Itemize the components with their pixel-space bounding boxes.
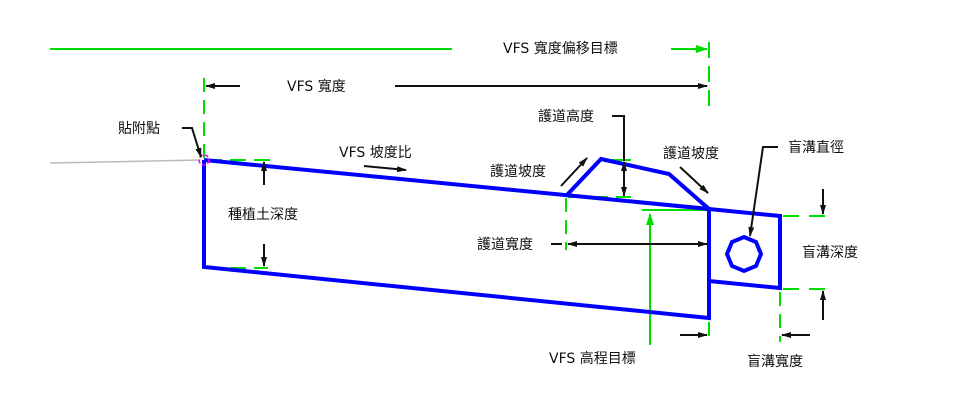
trench-pipe-circle bbox=[724, 234, 764, 274]
berm-slope-left-arrow bbox=[560, 157, 588, 187]
label-berm-slope-left: 護道坡度 bbox=[490, 164, 546, 180]
label-attachment-point: 貼附點 bbox=[118, 121, 160, 137]
berm-outline bbox=[564, 156, 711, 211]
attachment-leader bbox=[182, 127, 202, 158]
dimension-lines bbox=[182, 83, 826, 338]
label-vfs-width: VFS 寬度 bbox=[287, 78, 346, 95]
label-vfs-slope-ratio: VFS 坡度比 bbox=[339, 145, 412, 161]
berm-slope-right-arrow bbox=[679, 166, 709, 194]
slope-ratio-arrow bbox=[363, 165, 407, 173]
label-vfs-width-offset-target: VFS 寬度偏移目標 bbox=[503, 40, 618, 57]
label-topsoil-depth: 種植土深度 bbox=[228, 207, 298, 223]
vfs-strip-outline bbox=[202, 158, 711, 321]
vfs-profile bbox=[202, 156, 782, 321]
existing-ground-line bbox=[49, 159, 201, 164]
trench-diameter-leader bbox=[748, 146, 778, 237]
guide-lines bbox=[50, 42, 830, 345]
label-trench-depth: 盲溝深度 bbox=[802, 244, 858, 261]
berm-height-leader bbox=[612, 115, 625, 161]
label-trench-width: 盲溝寬度 bbox=[747, 353, 803, 370]
attachment-point-marker[interactable] bbox=[198, 154, 210, 166]
label-berm-width: 護道寬度 bbox=[477, 236, 533, 253]
label-vfs-elevation-target: VFS 高程目標 bbox=[549, 350, 636, 367]
label-trench-diameter: 盲溝直徑 bbox=[788, 139, 844, 156]
trench-outline bbox=[708, 207, 782, 291]
label-berm-height: 護道高度 bbox=[538, 108, 594, 125]
label-berm-slope-right: 護道坡度 bbox=[663, 146, 719, 162]
